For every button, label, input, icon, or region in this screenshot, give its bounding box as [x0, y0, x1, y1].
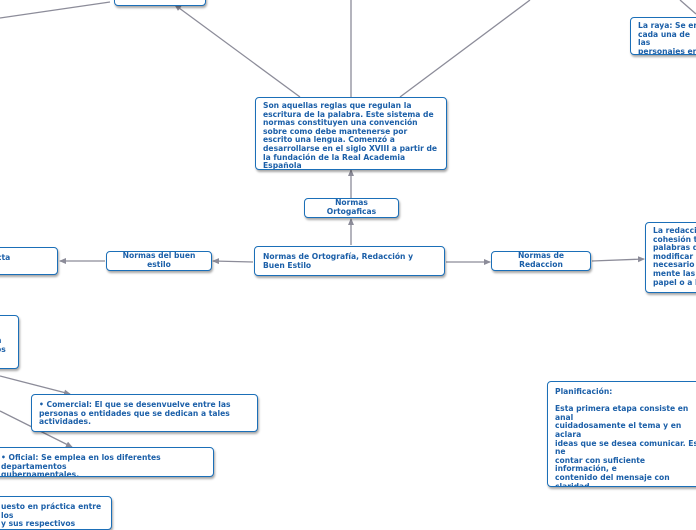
ortografia-definition-node[interactable]: Son aquellas reglas que regulan la escri… — [255, 97, 447, 170]
connector-raya — [679, 0, 696, 15]
normas-redaccion-node[interactable]: Normas de Redaccion — [491, 251, 591, 271]
oficial-node[interactable]: • Oficial: Se emplea en los diferentes d… — [0, 447, 214, 477]
redaccion-definition-node[interactable]: La redacció cohesión te palabras de modi… — [645, 222, 696, 293]
connector-top-left — [0, 1, 111, 19]
connector-central-to-estilo — [212, 258, 254, 265]
left-node-2[interactable]: n os — [0, 315, 19, 369]
connector-def-upright — [399, 0, 531, 98]
planificacion-node[interactable]: Planificación: Esta primera etapa consis… — [547, 381, 696, 487]
left-cut-node[interactable]: cta — [0, 247, 58, 275]
buen-estilo-node[interactable]: Normas del buen estilo — [106, 251, 212, 271]
top-left-node[interactable] — [114, 0, 206, 6]
connector-to-comercial — [0, 375, 71, 396]
connector-def-to-topleft — [174, 4, 301, 98]
raya-node[interactable]: La raya: Se em cada una de las personaje… — [630, 17, 696, 55]
normas-ortograficas-node[interactable]: Normas Ortogaficas — [304, 198, 399, 218]
central-topic-node[interactable]: Normas de Ortografía, Redacción y Buen E… — [254, 246, 445, 276]
comercial-node[interactable]: • Comercial: El que se desenvuelve entre… — [31, 394, 258, 432]
bottom-left-node[interactable]: uesto en práctica entre los y sus respec… — [0, 496, 112, 530]
connector-redaccion-to-def — [591, 256, 645, 263]
